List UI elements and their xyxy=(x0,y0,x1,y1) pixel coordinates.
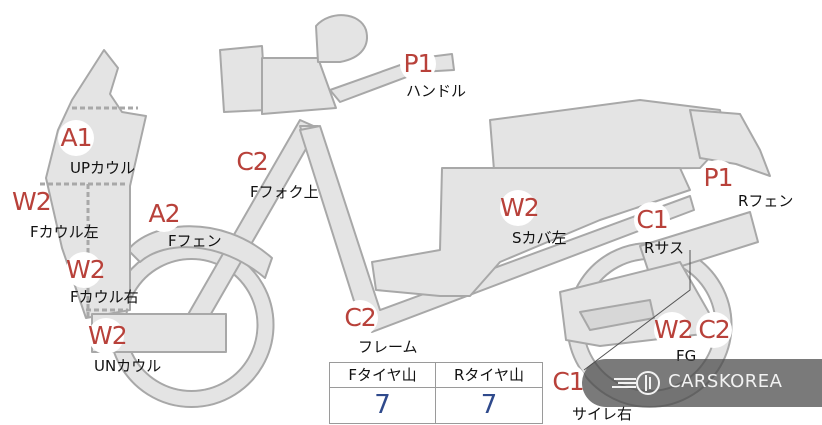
label-f-cowl-right: Fカウル右 xyxy=(70,288,139,306)
value-rear-tire: 7 xyxy=(480,390,498,420)
label-f-cowl-left: Fカウル左 xyxy=(30,223,99,241)
badge-c1-silencer: C1 xyxy=(550,364,586,400)
s-cover xyxy=(371,167,691,297)
badge-c2-frame: C2 xyxy=(342,300,378,336)
front-tire xyxy=(108,242,275,408)
badge-w2-s-cover: W2 xyxy=(500,190,540,226)
badge-c2-fork: C2 xyxy=(234,144,270,180)
rear-fender xyxy=(689,109,771,177)
label-silencer-right: サイレ右 xyxy=(572,405,633,423)
headlight xyxy=(219,45,267,113)
badge-p1-r-fender: P1 xyxy=(700,160,736,196)
label-s-cover-left: Sカバ左 xyxy=(512,229,567,247)
label-r-sus: Rサス xyxy=(644,239,685,257)
badge-w2-cowl-right: W2 xyxy=(66,252,106,288)
label-handle: ハンドル xyxy=(406,82,467,100)
header-front-tire: Fタイヤ山 xyxy=(330,363,435,388)
rear-shock xyxy=(639,211,759,277)
badge-c2-fg: C2 xyxy=(696,312,732,348)
label-f-fender: Fフェン xyxy=(168,232,222,250)
label-frame: フレーム xyxy=(358,338,418,356)
value-front-tire: 7 xyxy=(374,390,391,420)
watermark-text: CARSKOREA xyxy=(668,371,783,392)
watermark: CARSKOREA xyxy=(582,359,822,407)
label-f-fork-upper: Fフォク上 xyxy=(250,183,319,201)
label-r-fender: Rフェン xyxy=(738,192,794,210)
carskorea-logo-icon xyxy=(612,371,660,395)
table-divider xyxy=(435,363,436,423)
header-rear-tire: Rタイヤ山 xyxy=(436,363,542,388)
label-up-cowl: UPカウル xyxy=(70,159,136,177)
badge-w2-un-cowl: W2 xyxy=(88,318,128,354)
mirror xyxy=(315,14,368,63)
tire-tread-table: Fタイヤ山 Rタイヤ山 7 7 xyxy=(329,362,543,424)
badge-a2: A2 xyxy=(146,196,182,232)
badge-c1-r-sus: C1 xyxy=(634,202,670,238)
badge-p1-handle: P1 xyxy=(400,46,436,82)
label-un-cowl: UNカウル xyxy=(94,357,162,375)
badge-w2-fg: W2 xyxy=(654,312,694,348)
badge-a1: A1 xyxy=(58,120,94,156)
badge-w2-cowl-left: W2 xyxy=(12,184,52,220)
